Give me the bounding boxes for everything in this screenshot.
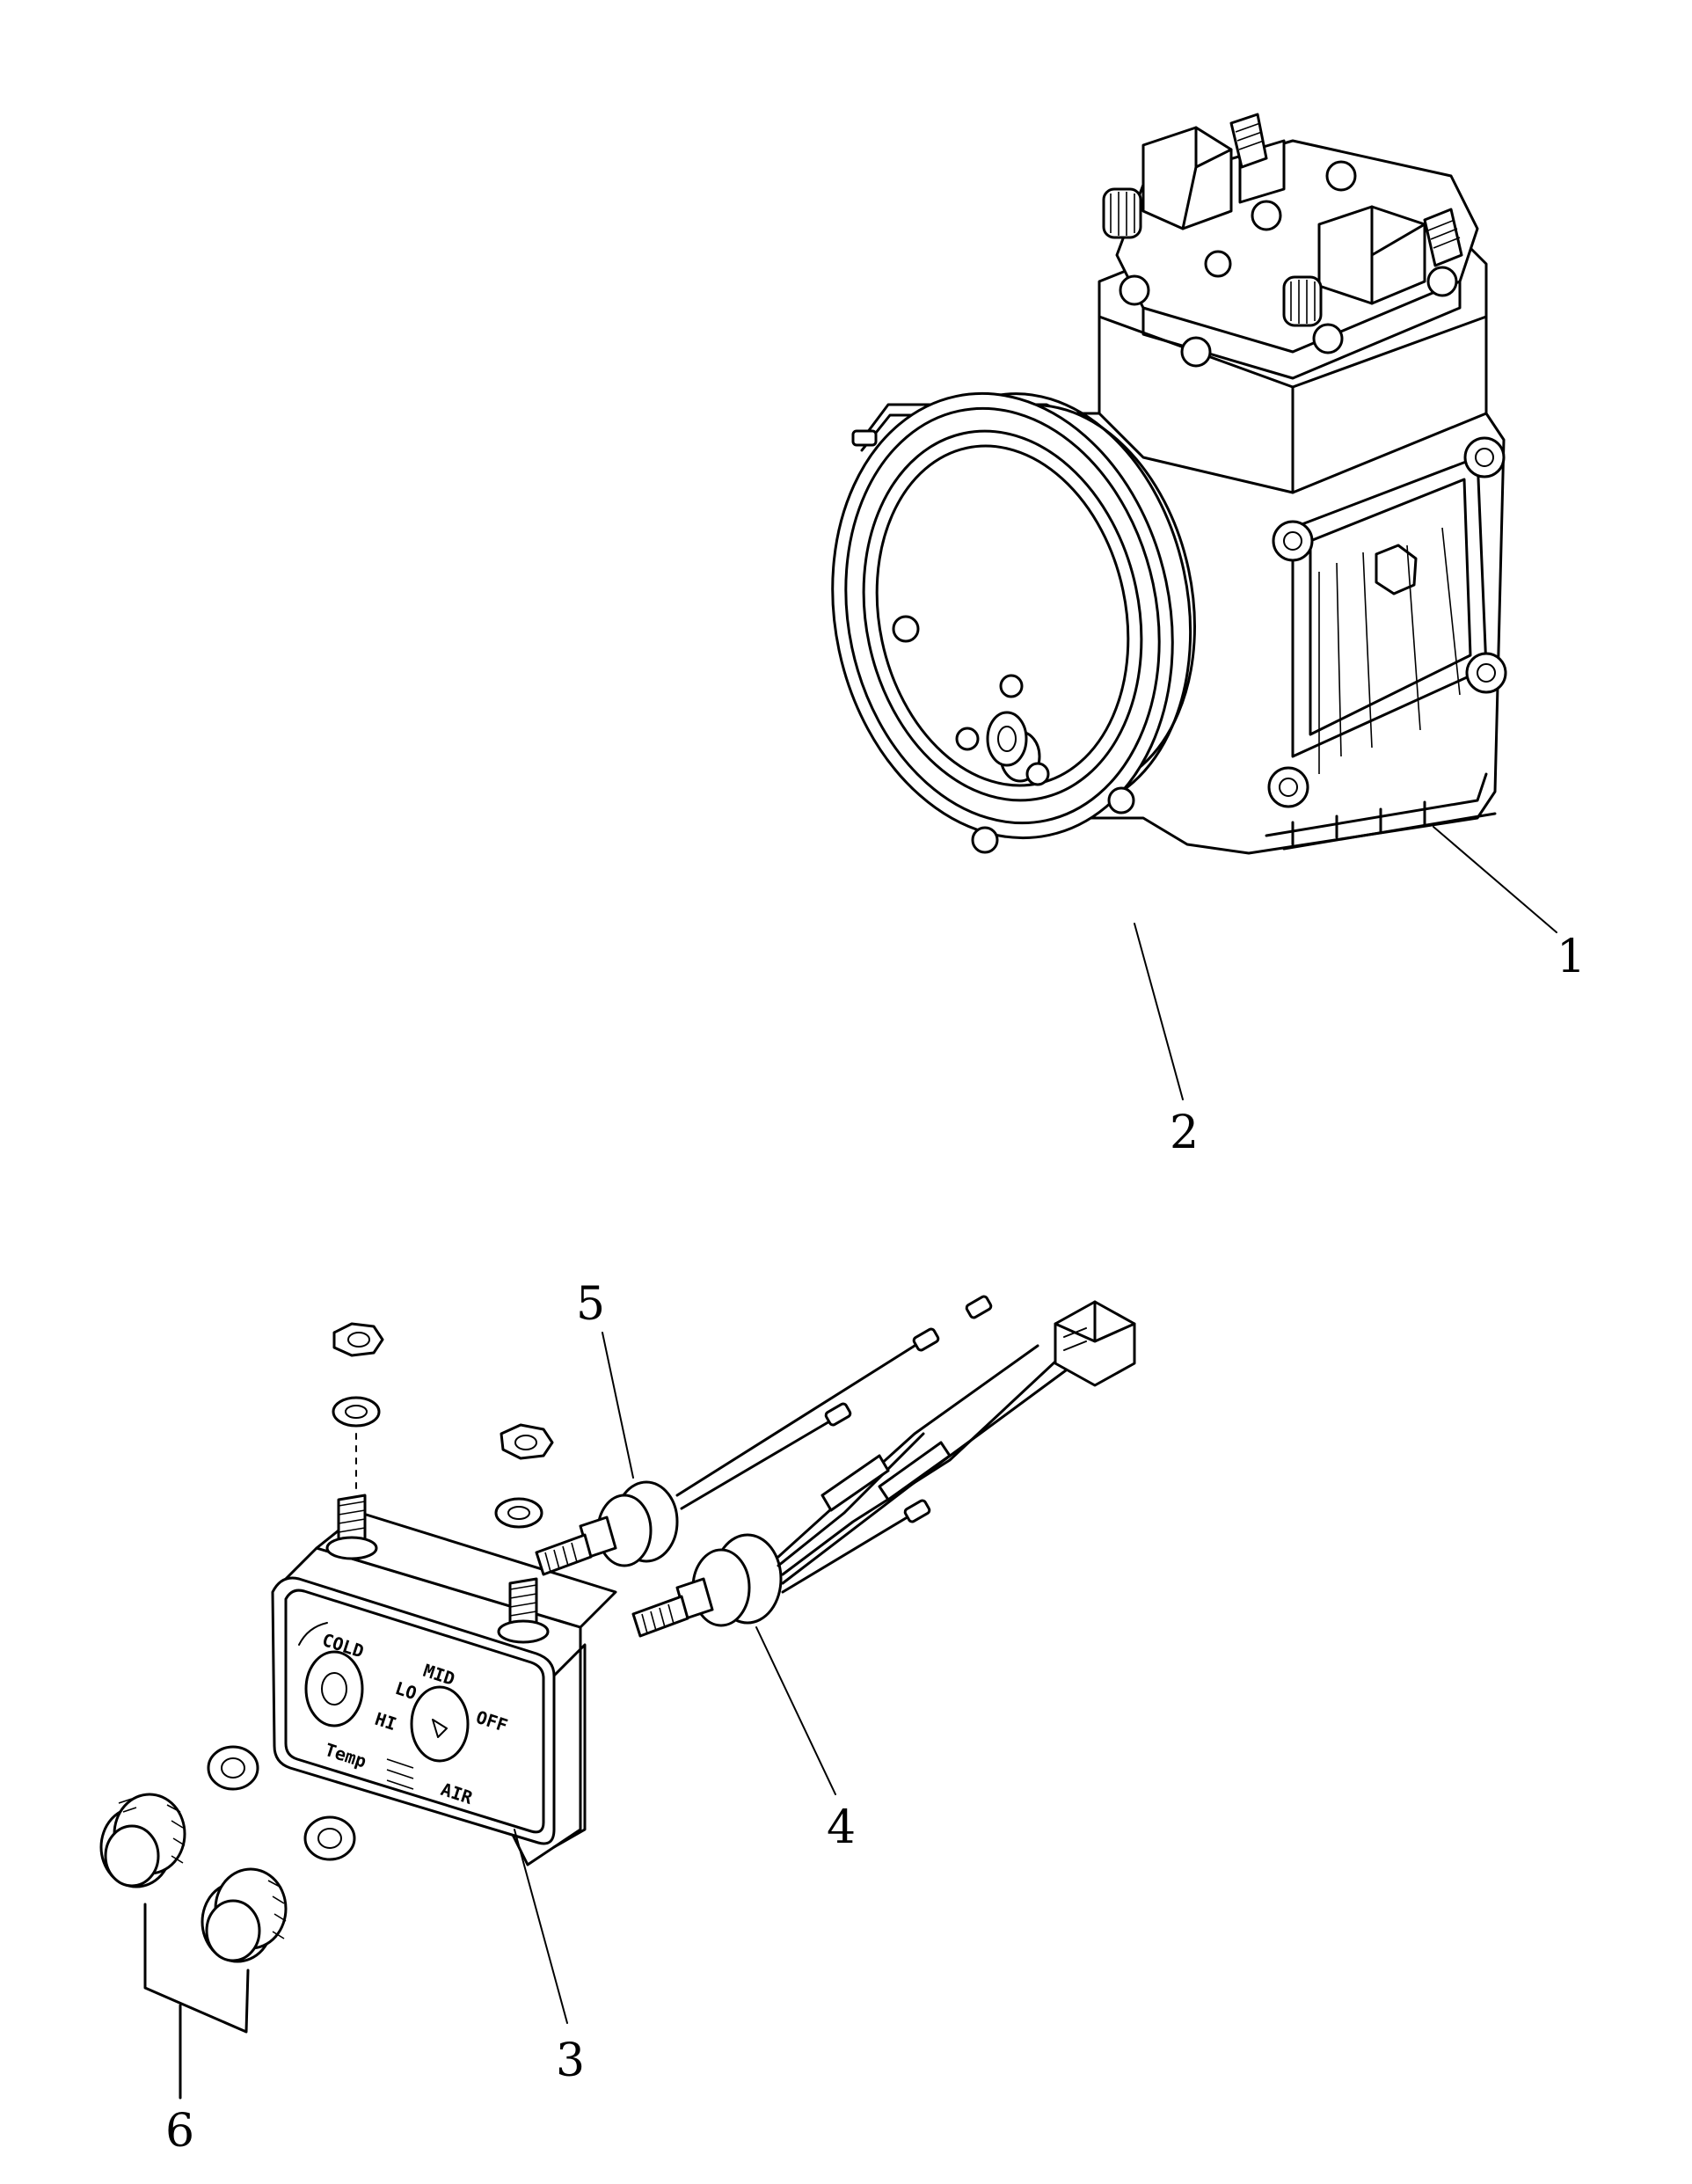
callout-5: 5 bbox=[576, 1278, 605, 1331]
callout-2: 2 bbox=[1170, 1107, 1199, 1159]
callout-6: 6 bbox=[165, 2105, 194, 2158]
leader-lines bbox=[514, 826, 1557, 2024]
clutch-pulley bbox=[831, 391, 1196, 854]
switch-4 bbox=[631, 1295, 1136, 1638]
knobs bbox=[99, 1793, 288, 2100]
callout-3: 3 bbox=[556, 2034, 585, 2087]
callout-4: 4 bbox=[827, 1801, 856, 1854]
control-panel: COLD MID LO HI OFF Temp AIR bbox=[271, 1494, 617, 1866]
panel-hardware bbox=[207, 1322, 554, 1861]
switch-5 bbox=[535, 1327, 940, 1576]
callout-1: 1 bbox=[1557, 931, 1586, 983]
